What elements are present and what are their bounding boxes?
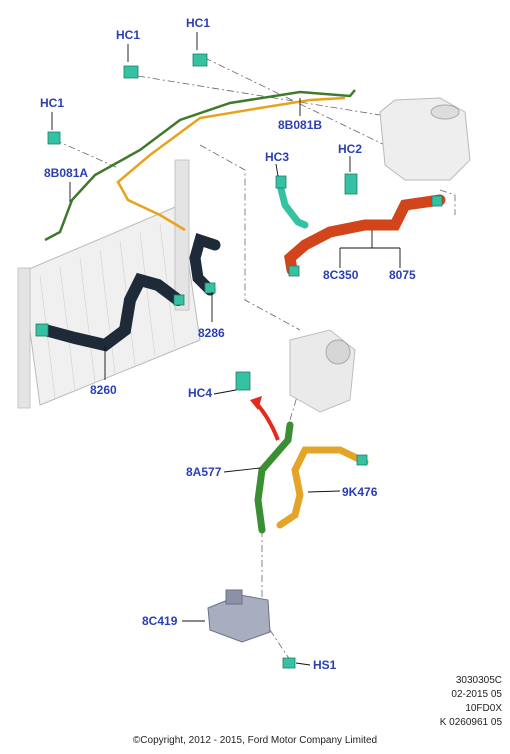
info-date: 02-2015 05 — [451, 689, 502, 700]
clip-hc1-b-icon[interactable] — [192, 53, 208, 67]
callout-hc1-a[interactable]: HC1 — [116, 28, 141, 42]
callout-8c419[interactable]: 8C419 — [142, 614, 178, 628]
coolant-pump — [207, 589, 271, 643]
hose-hc3 — [276, 181, 309, 229]
leader-lines — [51, 32, 401, 666]
wire-8b081-orange — [116, 96, 346, 232]
callout-9k476[interactable]: 9K476 — [342, 485, 378, 499]
hose-8260 — [39, 272, 184, 352]
callout-8c350[interactable]: 8C350 — [323, 268, 359, 282]
clip-hc1-a-icon[interactable] — [123, 65, 139, 79]
hose-clamp-icon — [204, 282, 216, 294]
callout-8b081b[interactable]: 8B081B — [278, 118, 323, 132]
direction-arrow — [256, 403, 280, 441]
hose-8286 — [189, 232, 221, 296]
clip-hc2-icon[interactable] — [344, 173, 358, 195]
callout-8b081a[interactable]: 8B081A — [44, 166, 89, 180]
callout-8286[interactable]: 8286 — [198, 326, 225, 340]
clip-hc3-icon[interactable] — [275, 175, 287, 189]
copyright-notice: ©Copyright, 2012 - 2015, Ford Motor Comp… — [132, 735, 378, 746]
info-model: 10FD0X — [465, 703, 502, 714]
callout-hc2[interactable]: HC2 — [338, 142, 363, 156]
info-code: 3030305C — [455, 675, 502, 686]
callout-hc4[interactable]: HC4 — [188, 386, 213, 400]
clip-hs1-icon[interactable] — [282, 657, 296, 669]
hose-8c350 — [284, 194, 446, 276]
hose-clamp-icon — [288, 265, 300, 277]
callout-8260[interactable]: 8260 — [90, 383, 117, 397]
turbocharger — [289, 329, 356, 413]
hose-clamp-icon — [173, 294, 185, 306]
info-ref: K 0260961 05 — [439, 717, 502, 728]
wire-8b081-green — [44, 89, 356, 242]
clips — [35, 53, 443, 669]
clip-hc4-icon[interactable] — [235, 371, 251, 391]
callout-hc1-c[interactable]: HC1 — [40, 96, 65, 110]
clip-hc1-c-icon[interactable] — [47, 131, 61, 145]
callout-hc1-b[interactable]: HC1 — [186, 16, 211, 30]
hose-clamp-icon — [431, 195, 443, 207]
expansion-tank — [379, 97, 471, 181]
callout-8a577[interactable]: 8A577 — [186, 465, 222, 479]
hose-clamp-icon — [35, 323, 49, 337]
callout-hc3[interactable]: HC3 — [265, 150, 290, 164]
direction-arrowhead — [250, 396, 262, 410]
hose-9k476 — [276, 446, 369, 529]
hose-8a577 — [254, 421, 294, 534]
radiator — [17, 159, 201, 409]
callout-hs1[interactable]: HS1 — [313, 658, 337, 672]
callout-8075[interactable]: 8075 — [389, 268, 416, 282]
hose-clamp-icon — [356, 454, 368, 466]
